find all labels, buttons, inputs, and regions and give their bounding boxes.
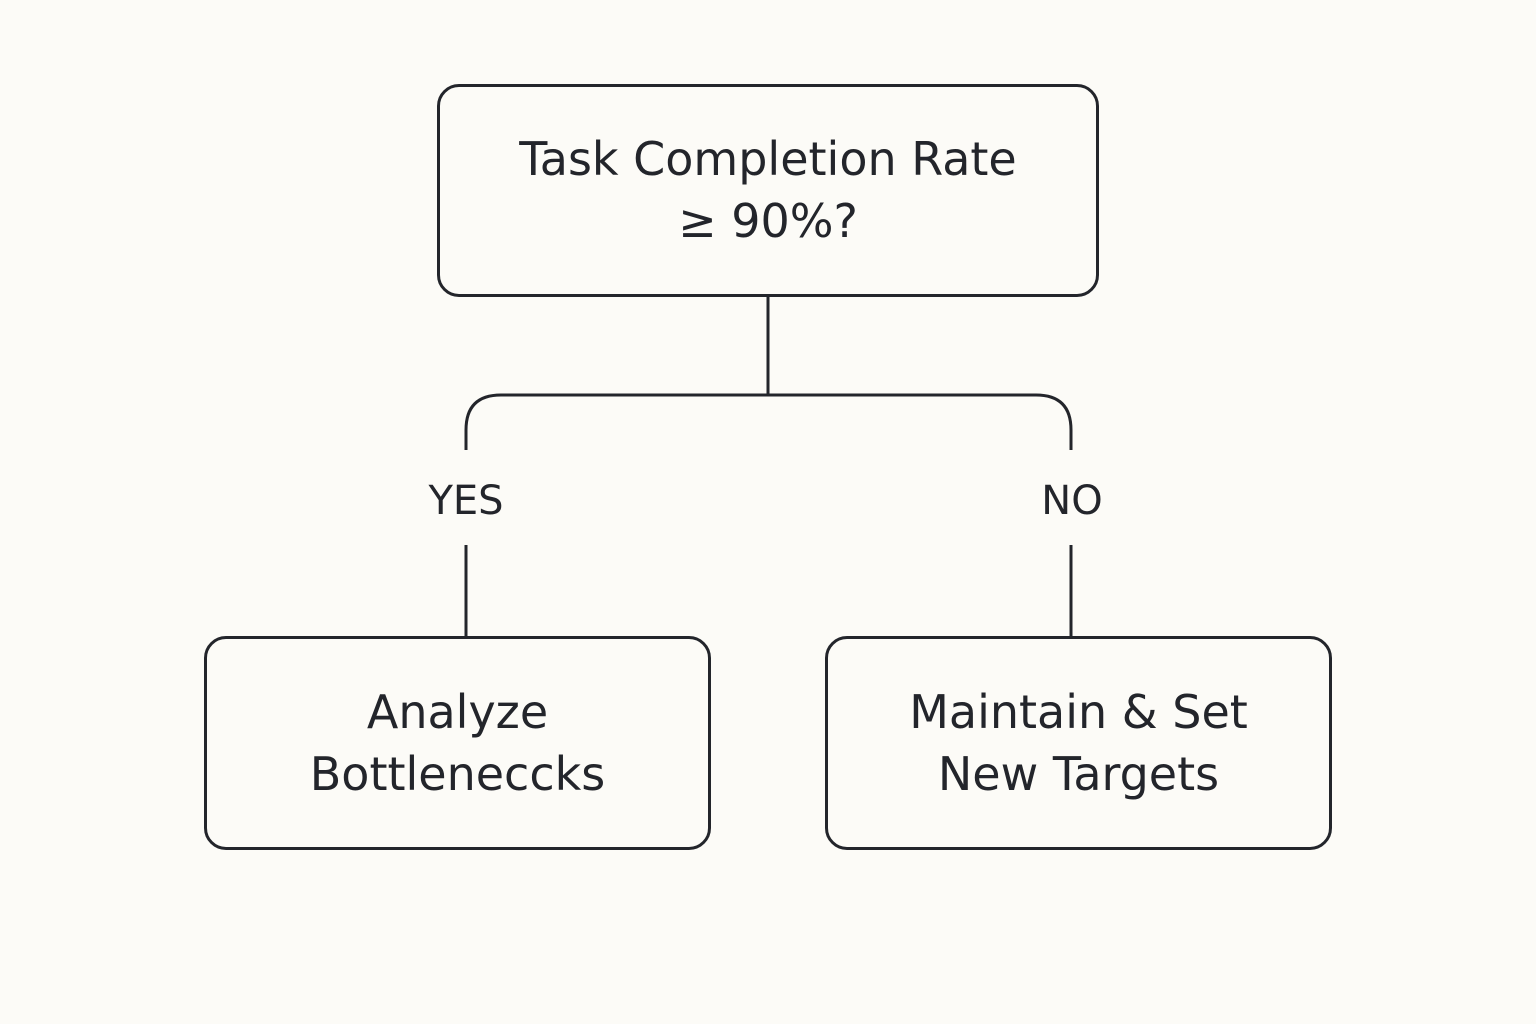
decision-line-2: ≥ 90%? — [678, 193, 858, 248]
no-branch-label: NO — [1041, 478, 1103, 524]
yes-outcome-node: Analyze Bottleneccks — [204, 636, 711, 850]
yes-outcome-line-1: Analyze — [366, 685, 549, 739]
decision-node-text: Task Completion Rate ≥ 90%? — [519, 128, 1016, 252]
branch-split-line — [464, 393, 1073, 450]
no-outcome-node: Maintain & Set New Targets — [825, 636, 1332, 850]
yes-outcome-line-2: Bottleneccks — [309, 747, 606, 801]
no-outcome-line-1: Maintain & Set — [909, 685, 1248, 739]
yes-branch-label: YES — [428, 478, 504, 524]
yes-outcome-text: Analyze Bottleneccks — [310, 681, 606, 805]
no-outcome-text: Maintain & Set New Targets — [909, 681, 1248, 805]
decision-node: Task Completion Rate ≥ 90%? — [437, 84, 1099, 297]
decision-line-1: Task Completion Rate — [519, 131, 1017, 186]
no-outcome-line-2: New Targets — [937, 747, 1220, 801]
